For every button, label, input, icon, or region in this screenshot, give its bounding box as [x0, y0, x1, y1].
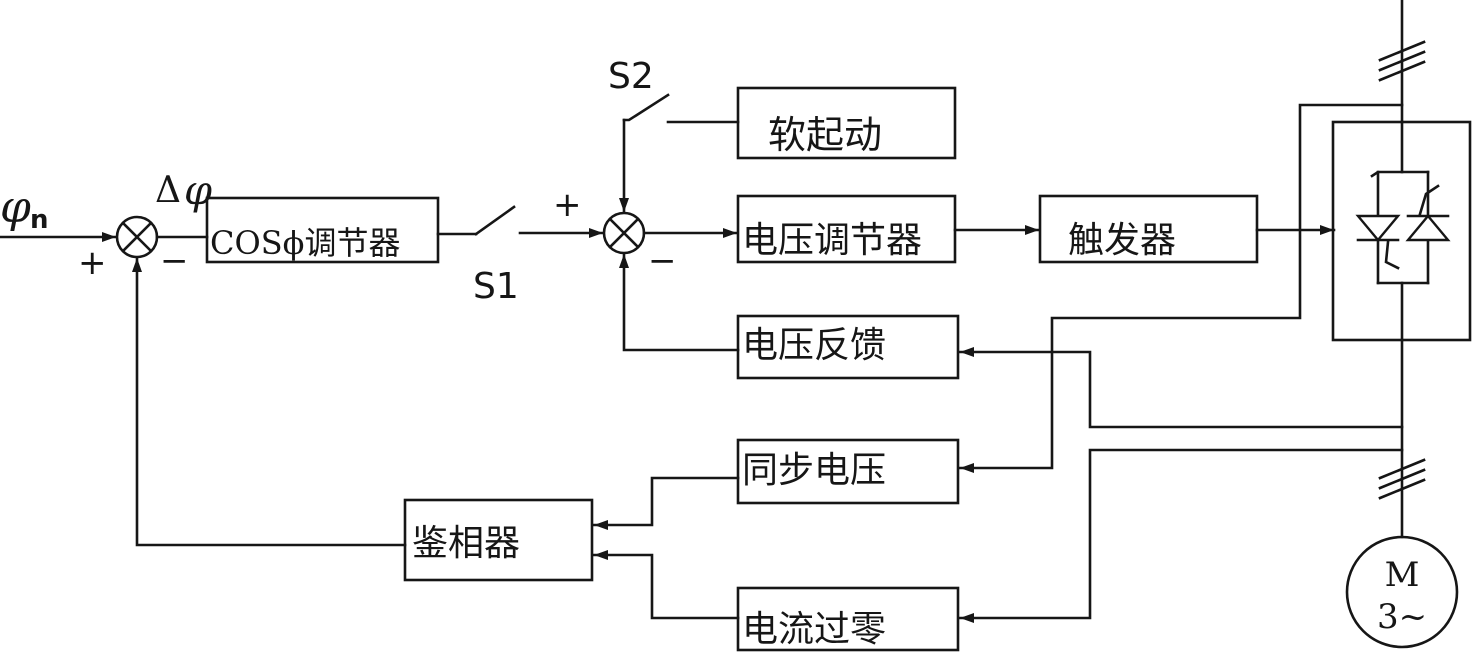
sync-voltage-block [736, 438, 960, 505]
current-zero-label: 电流过零 [742, 609, 886, 650]
switch-s1-blade [474, 205, 516, 236]
arrow-current-zero-tap [958, 448, 1404, 623]
switch-s1-label: S1 [473, 266, 519, 307]
arrow-voltage-feedback-to-summer2 [619, 252, 740, 352]
motor-icon [1345, 535, 1459, 649]
phase-detector-block [403, 498, 594, 582]
cos-regulator-label: COSϕ调节器 [210, 224, 400, 262]
summer2-junction [602, 211, 646, 255]
voltage-feedback-block [736, 314, 960, 380]
summer1-junction [115, 215, 159, 259]
voltage-regulator-label: 电压调节器 [742, 220, 922, 261]
phase-detector-label: 鉴相器 [412, 523, 520, 564]
delta-symbol: Δ [155, 170, 181, 211]
three-phase-marks-bottom [1378, 458, 1426, 500]
summer1-plus-sign: + [78, 243, 107, 283]
soft-start-block [736, 86, 957, 160]
soft-start-label: 软起动 [768, 113, 882, 157]
summer1-minus-sign: − [160, 241, 189, 281]
motor-symbol: M [1385, 555, 1420, 595]
cos-regulator-block [205, 196, 440, 264]
switch-s2-label: S2 [608, 56, 654, 97]
arrow-phase-detector-to-summer1 [132, 256, 407, 547]
arrow-voltage-feedback-tap [958, 347, 1404, 429]
arrow-sync-tap [958, 103, 1404, 473]
arrow-current-zero-to-phase-detector [592, 550, 740, 620]
input-subscript: n [30, 205, 49, 235]
arrow-sync-to-phase-detector [592, 476, 740, 530]
trigger-label: 触发器 [1068, 220, 1176, 261]
input-symbol: φ [0, 182, 31, 233]
summer2-plus-sign: + [553, 185, 582, 225]
summer2-minus-sign: − [648, 241, 677, 281]
anti-parallel-thyristor-icon [1355, 120, 1451, 342]
motor-phases: 3~ [1377, 597, 1427, 637]
three-phase-marks-top [1378, 40, 1426, 82]
switch-s2-blade [622, 93, 670, 122]
sync-voltage-label: 同步电压 [742, 450, 886, 491]
voltage-feedback-label: 电压反馈 [742, 325, 886, 366]
